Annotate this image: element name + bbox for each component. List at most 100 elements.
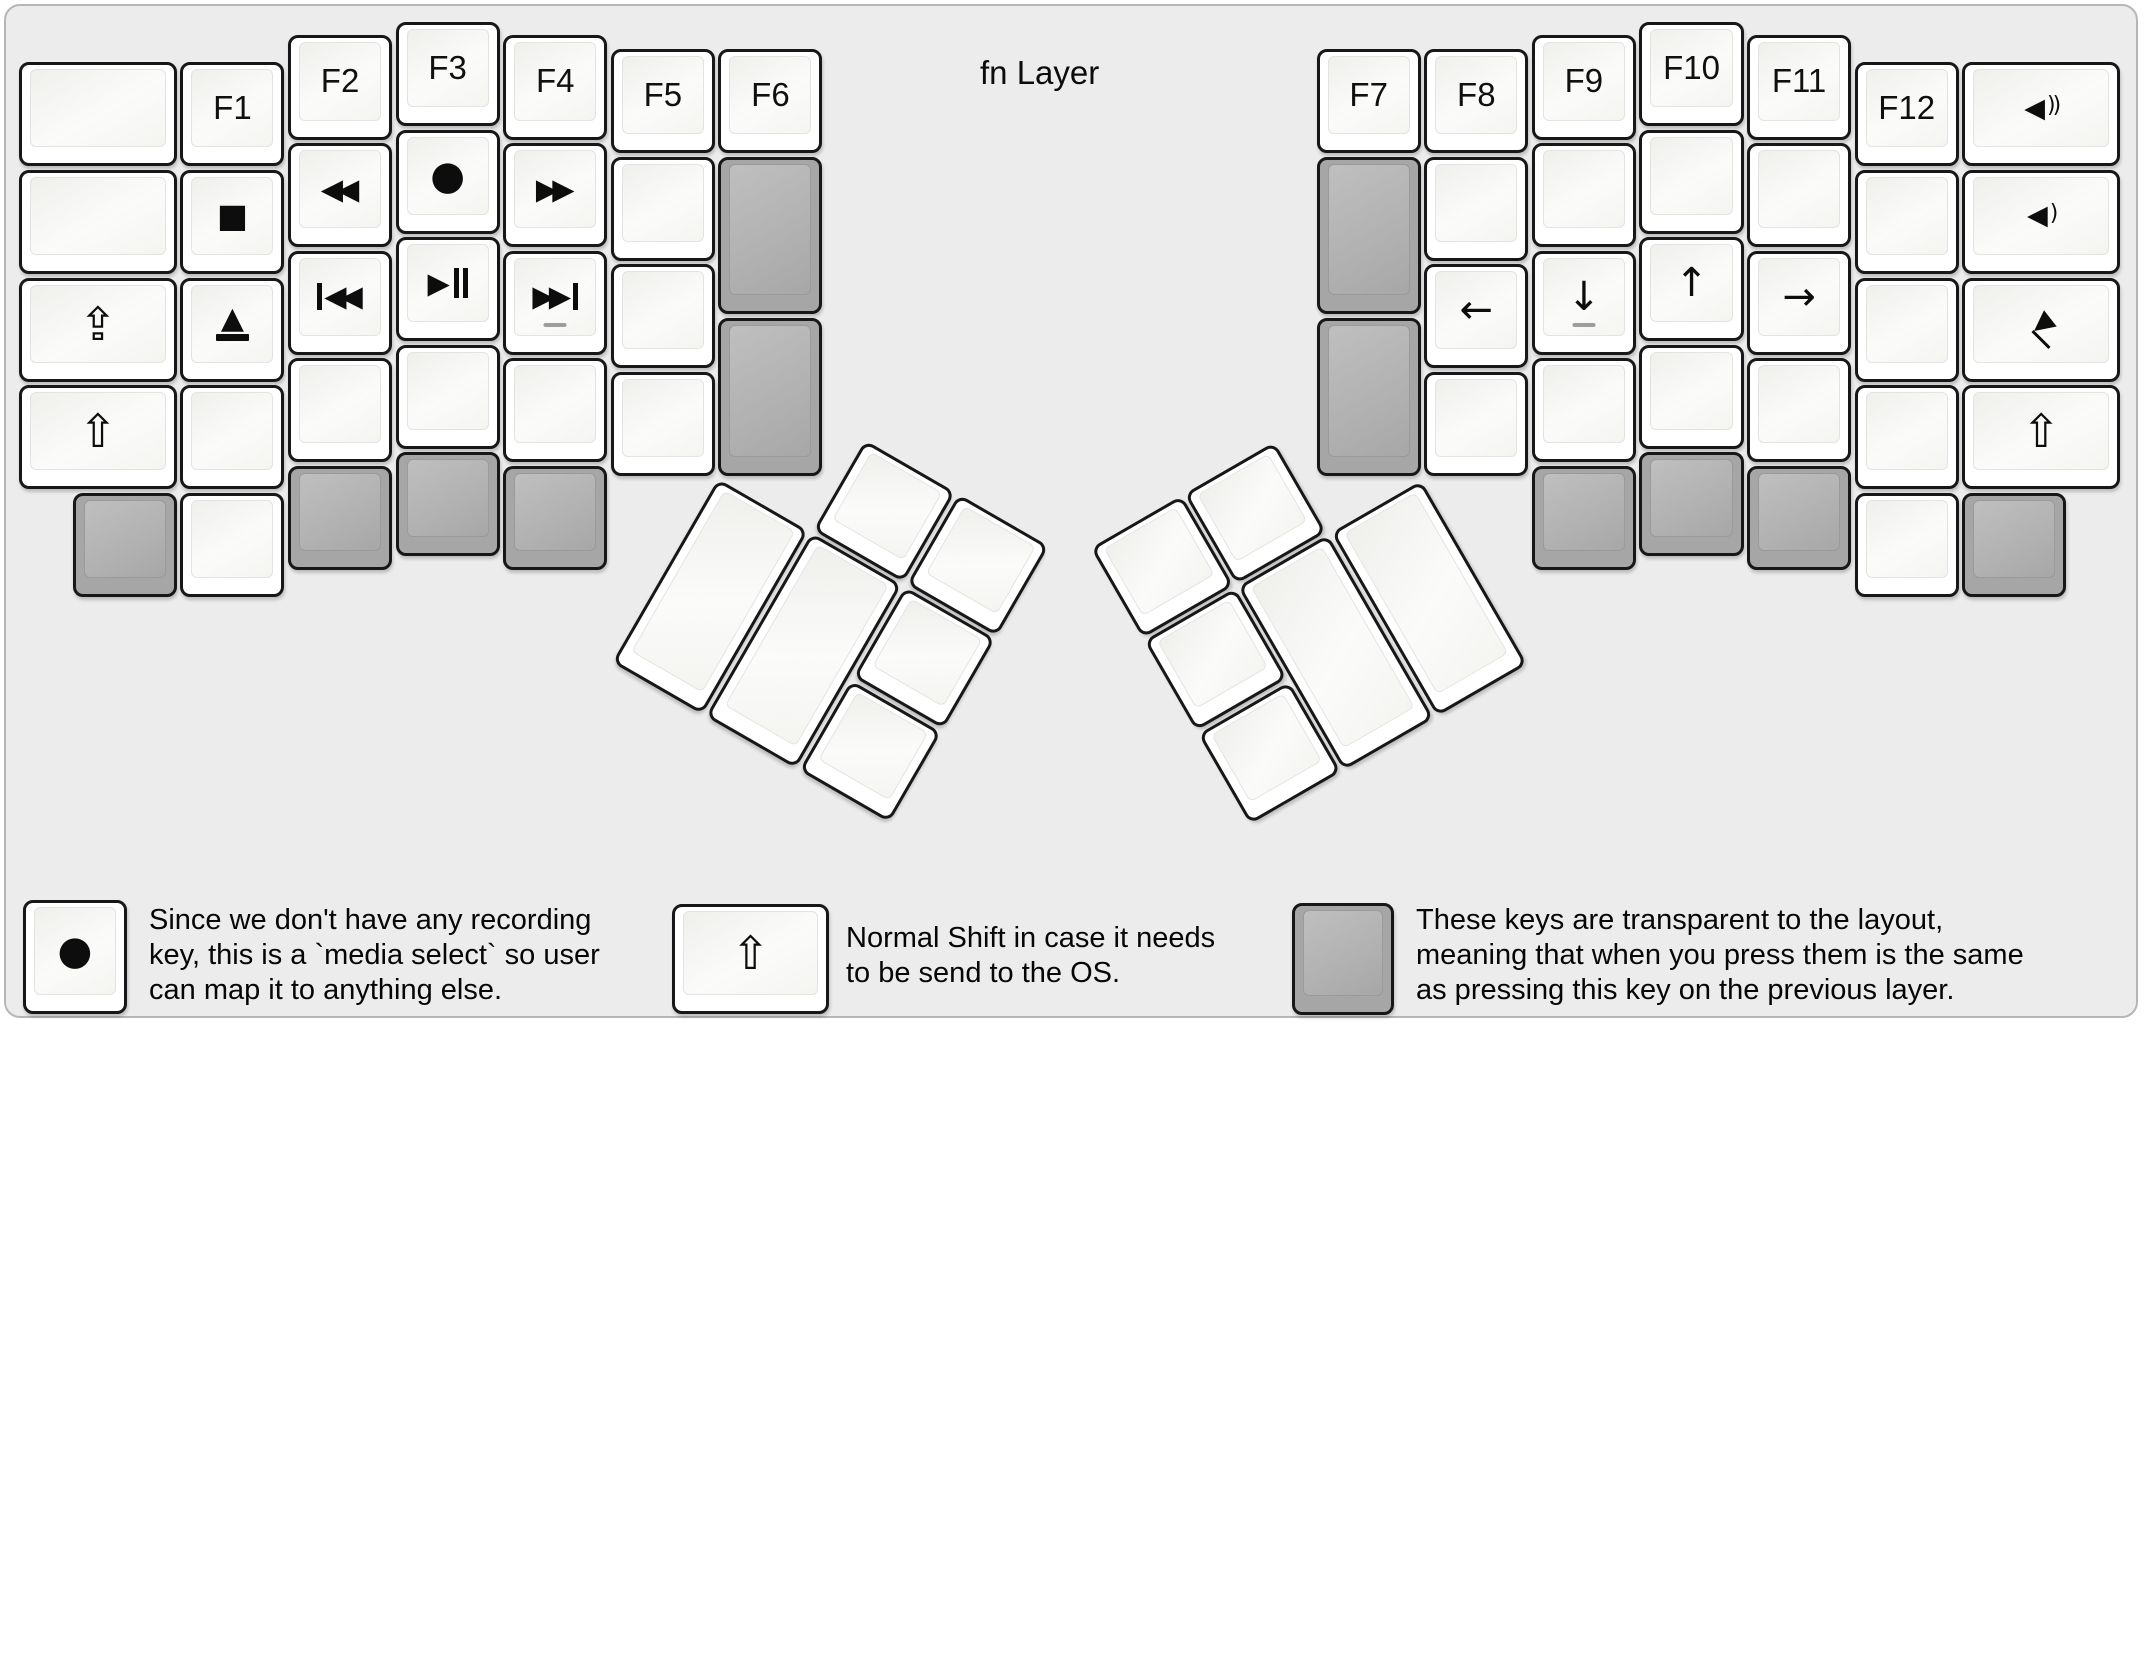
key-blank[interactable]	[1639, 129, 1744, 234]
key-blank[interactable]	[1424, 156, 1529, 261]
key-eject[interactable]: ▲	[180, 277, 285, 382]
key-blank[interactable]	[610, 264, 715, 369]
legend-key-transparent	[1292, 903, 1394, 1015]
key-transparent[interactable]	[1531, 465, 1636, 570]
key-arrow-down[interactable]: ↓	[1531, 250, 1636, 355]
key-transparent[interactable]	[288, 465, 393, 570]
keycap-top	[1758, 150, 1841, 229]
key-label: F3	[428, 49, 467, 87]
shift-icon: ⇧	[2021, 404, 2061, 459]
key-f12[interactable]: F12	[1854, 62, 1959, 167]
keycap-top: ■	[191, 176, 274, 256]
keycap-top: ▶▶	[514, 257, 597, 336]
key-rewind[interactable]: ◀◀	[288, 143, 393, 248]
key-record[interactable]: ●	[395, 129, 500, 234]
key-blank[interactable]	[1531, 143, 1636, 248]
pause-bar	[573, 283, 579, 311]
legend-line: Normal Shift in case it needs	[846, 922, 1216, 954]
key-transparent[interactable]	[503, 465, 608, 570]
keycap-top	[1542, 365, 1625, 444]
keycap-top	[621, 163, 704, 242]
key-f11[interactable]: F11	[1747, 35, 1852, 140]
record-icon: ●	[430, 152, 466, 199]
key-blank[interactable]	[1854, 385, 1959, 490]
keycap-top	[1435, 378, 1518, 457]
key-arrow-left[interactable]: ←	[1424, 264, 1529, 369]
key-blank[interactable]	[1854, 169, 1959, 275]
key-caps-lock[interactable]: ⇪	[19, 277, 177, 382]
key-blank[interactable]	[19, 169, 177, 275]
key-blank[interactable]	[395, 344, 500, 449]
key-blank[interactable]	[19, 62, 177, 167]
key-mute[interactable]: ◀	[1962, 277, 2121, 382]
key-shift-right[interactable]: ⇧	[1962, 385, 2121, 490]
key-fast-forward[interactable]: ▶▶	[503, 143, 608, 248]
key-blank[interactable]	[180, 385, 285, 490]
key-transparent[interactable]	[1316, 156, 1421, 315]
key-play-pause[interactable]: ▶	[395, 237, 500, 342]
key-blank[interactable]	[610, 156, 715, 261]
keycap-top	[729, 163, 812, 296]
key-transparent[interactable]	[1639, 452, 1744, 557]
key-f2[interactable]: F2	[288, 35, 393, 140]
key-arrow-right[interactable]: →	[1747, 250, 1852, 355]
key-blank[interactable]	[1747, 358, 1852, 463]
key-transparent[interactable]	[718, 317, 823, 476]
key-blank[interactable]	[180, 492, 285, 597]
keycap-top	[1435, 163, 1518, 242]
key-blank[interactable]	[1424, 371, 1529, 476]
key-blank[interactable]	[610, 371, 715, 476]
record-icon: ●	[57, 928, 93, 974]
keycap-top: F6	[729, 55, 812, 134]
key-blank[interactable]	[503, 358, 608, 463]
key-stop[interactable]: ■	[180, 169, 285, 275]
key-f1[interactable]: F1	[180, 62, 285, 167]
key-blank[interactable]	[288, 358, 393, 463]
key-transparent[interactable]	[718, 156, 823, 315]
keycap-top	[729, 324, 812, 457]
prev-track-icon: ◀◀	[317, 282, 363, 311]
keycap-top	[1865, 284, 1948, 363]
layer-title: fn Layer	[980, 54, 1100, 91]
keycap-top: F7	[1327, 55, 1410, 134]
key-f9[interactable]: F9	[1531, 35, 1636, 140]
pause-bar	[462, 268, 468, 299]
keycap-top	[1650, 459, 1733, 538]
key-transparent[interactable]	[1747, 465, 1852, 570]
arrow-right-icon: →	[1782, 273, 1816, 320]
key-f6[interactable]: F6	[718, 48, 823, 153]
key-transparent[interactable]	[395, 452, 500, 557]
key-transparent[interactable]	[72, 492, 177, 597]
keycap-top	[299, 472, 382, 551]
key-blank[interactable]	[1531, 358, 1636, 463]
key-f8[interactable]: F8	[1424, 48, 1529, 153]
key-blank[interactable]	[1639, 344, 1744, 449]
keycap-top: F4	[514, 42, 597, 121]
key-transparent[interactable]	[1316, 317, 1421, 476]
keycap-top: ←	[1435, 271, 1518, 350]
key-f7[interactable]: F7	[1316, 48, 1421, 153]
key-blank[interactable]	[1747, 143, 1852, 248]
key-next-track[interactable]: ▶▶	[503, 250, 608, 355]
key-f3[interactable]: F3	[395, 22, 500, 127]
key-volume-up[interactable]: ◀))	[1962, 62, 2121, 167]
key-volume-down[interactable]: ◀)	[1962, 169, 2121, 275]
keycap-top: ↓	[1542, 257, 1625, 336]
keycap-top: F9	[1542, 42, 1625, 121]
key-f10[interactable]: F10	[1639, 22, 1744, 127]
key-shift-left[interactable]: ⇧	[19, 385, 177, 490]
key-blank[interactable]	[1854, 277, 1959, 382]
keycap-top	[1865, 499, 1948, 578]
keycap-top: →	[1758, 257, 1841, 336]
key-blank[interactable]	[1854, 492, 1959, 597]
keycap-top: F3	[406, 29, 489, 108]
keycap-top	[1542, 472, 1625, 551]
key-f4[interactable]: F4	[503, 35, 608, 140]
key-transparent[interactable]	[1962, 492, 2067, 597]
key-arrow-up[interactable]: ↑	[1639, 237, 1744, 342]
key-prev-track[interactable]: ◀◀	[288, 250, 393, 355]
homing-bar	[1572, 323, 1596, 327]
keycap-top	[1865, 392, 1948, 471]
key-f5[interactable]: F5	[610, 48, 715, 153]
rewind-icon: ◀◀	[320, 171, 360, 206]
